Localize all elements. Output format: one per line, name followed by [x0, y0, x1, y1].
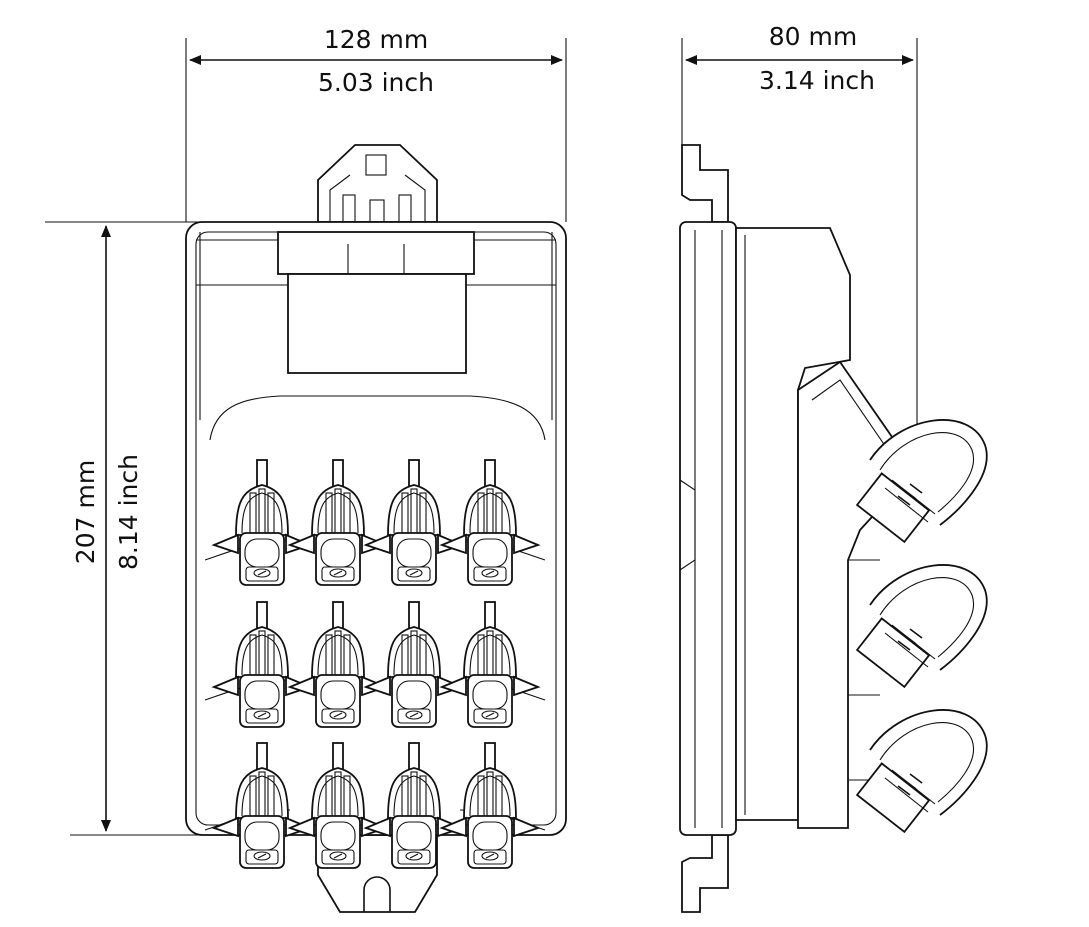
lid-clip: [277, 231, 475, 275]
side-top-bracket: [681, 144, 729, 223]
side-connector-3: [855, 707, 989, 862]
depth-inch-label: 3.14 inch: [759, 66, 875, 95]
side-connector-2: [855, 562, 989, 717]
label-panel: [287, 273, 467, 374]
height-mm-label: 207 mm: [71, 460, 100, 564]
width-inch-label: 5.03 inch: [318, 68, 434, 97]
side-lid: [735, 227, 851, 821]
depth-mm-label: 80 mm: [769, 22, 857, 51]
side-bottom-bracket: [681, 834, 729, 913]
side-connectors: [855, 417, 989, 862]
top-mounting-tab: [317, 144, 438, 223]
width-mm-label: 128 mm: [324, 25, 428, 54]
front-view: 128 mm 5.03 inch 207 mm 8.14 inch: [45, 25, 567, 913]
mounting-hole: [365, 154, 387, 176]
side-view: 80 mm 3.14 inch: [679, 22, 989, 913]
side-base-plate: [679, 221, 737, 836]
height-inch-label: 8.14 inch: [114, 454, 143, 570]
bottom-slot: [363, 876, 391, 912]
